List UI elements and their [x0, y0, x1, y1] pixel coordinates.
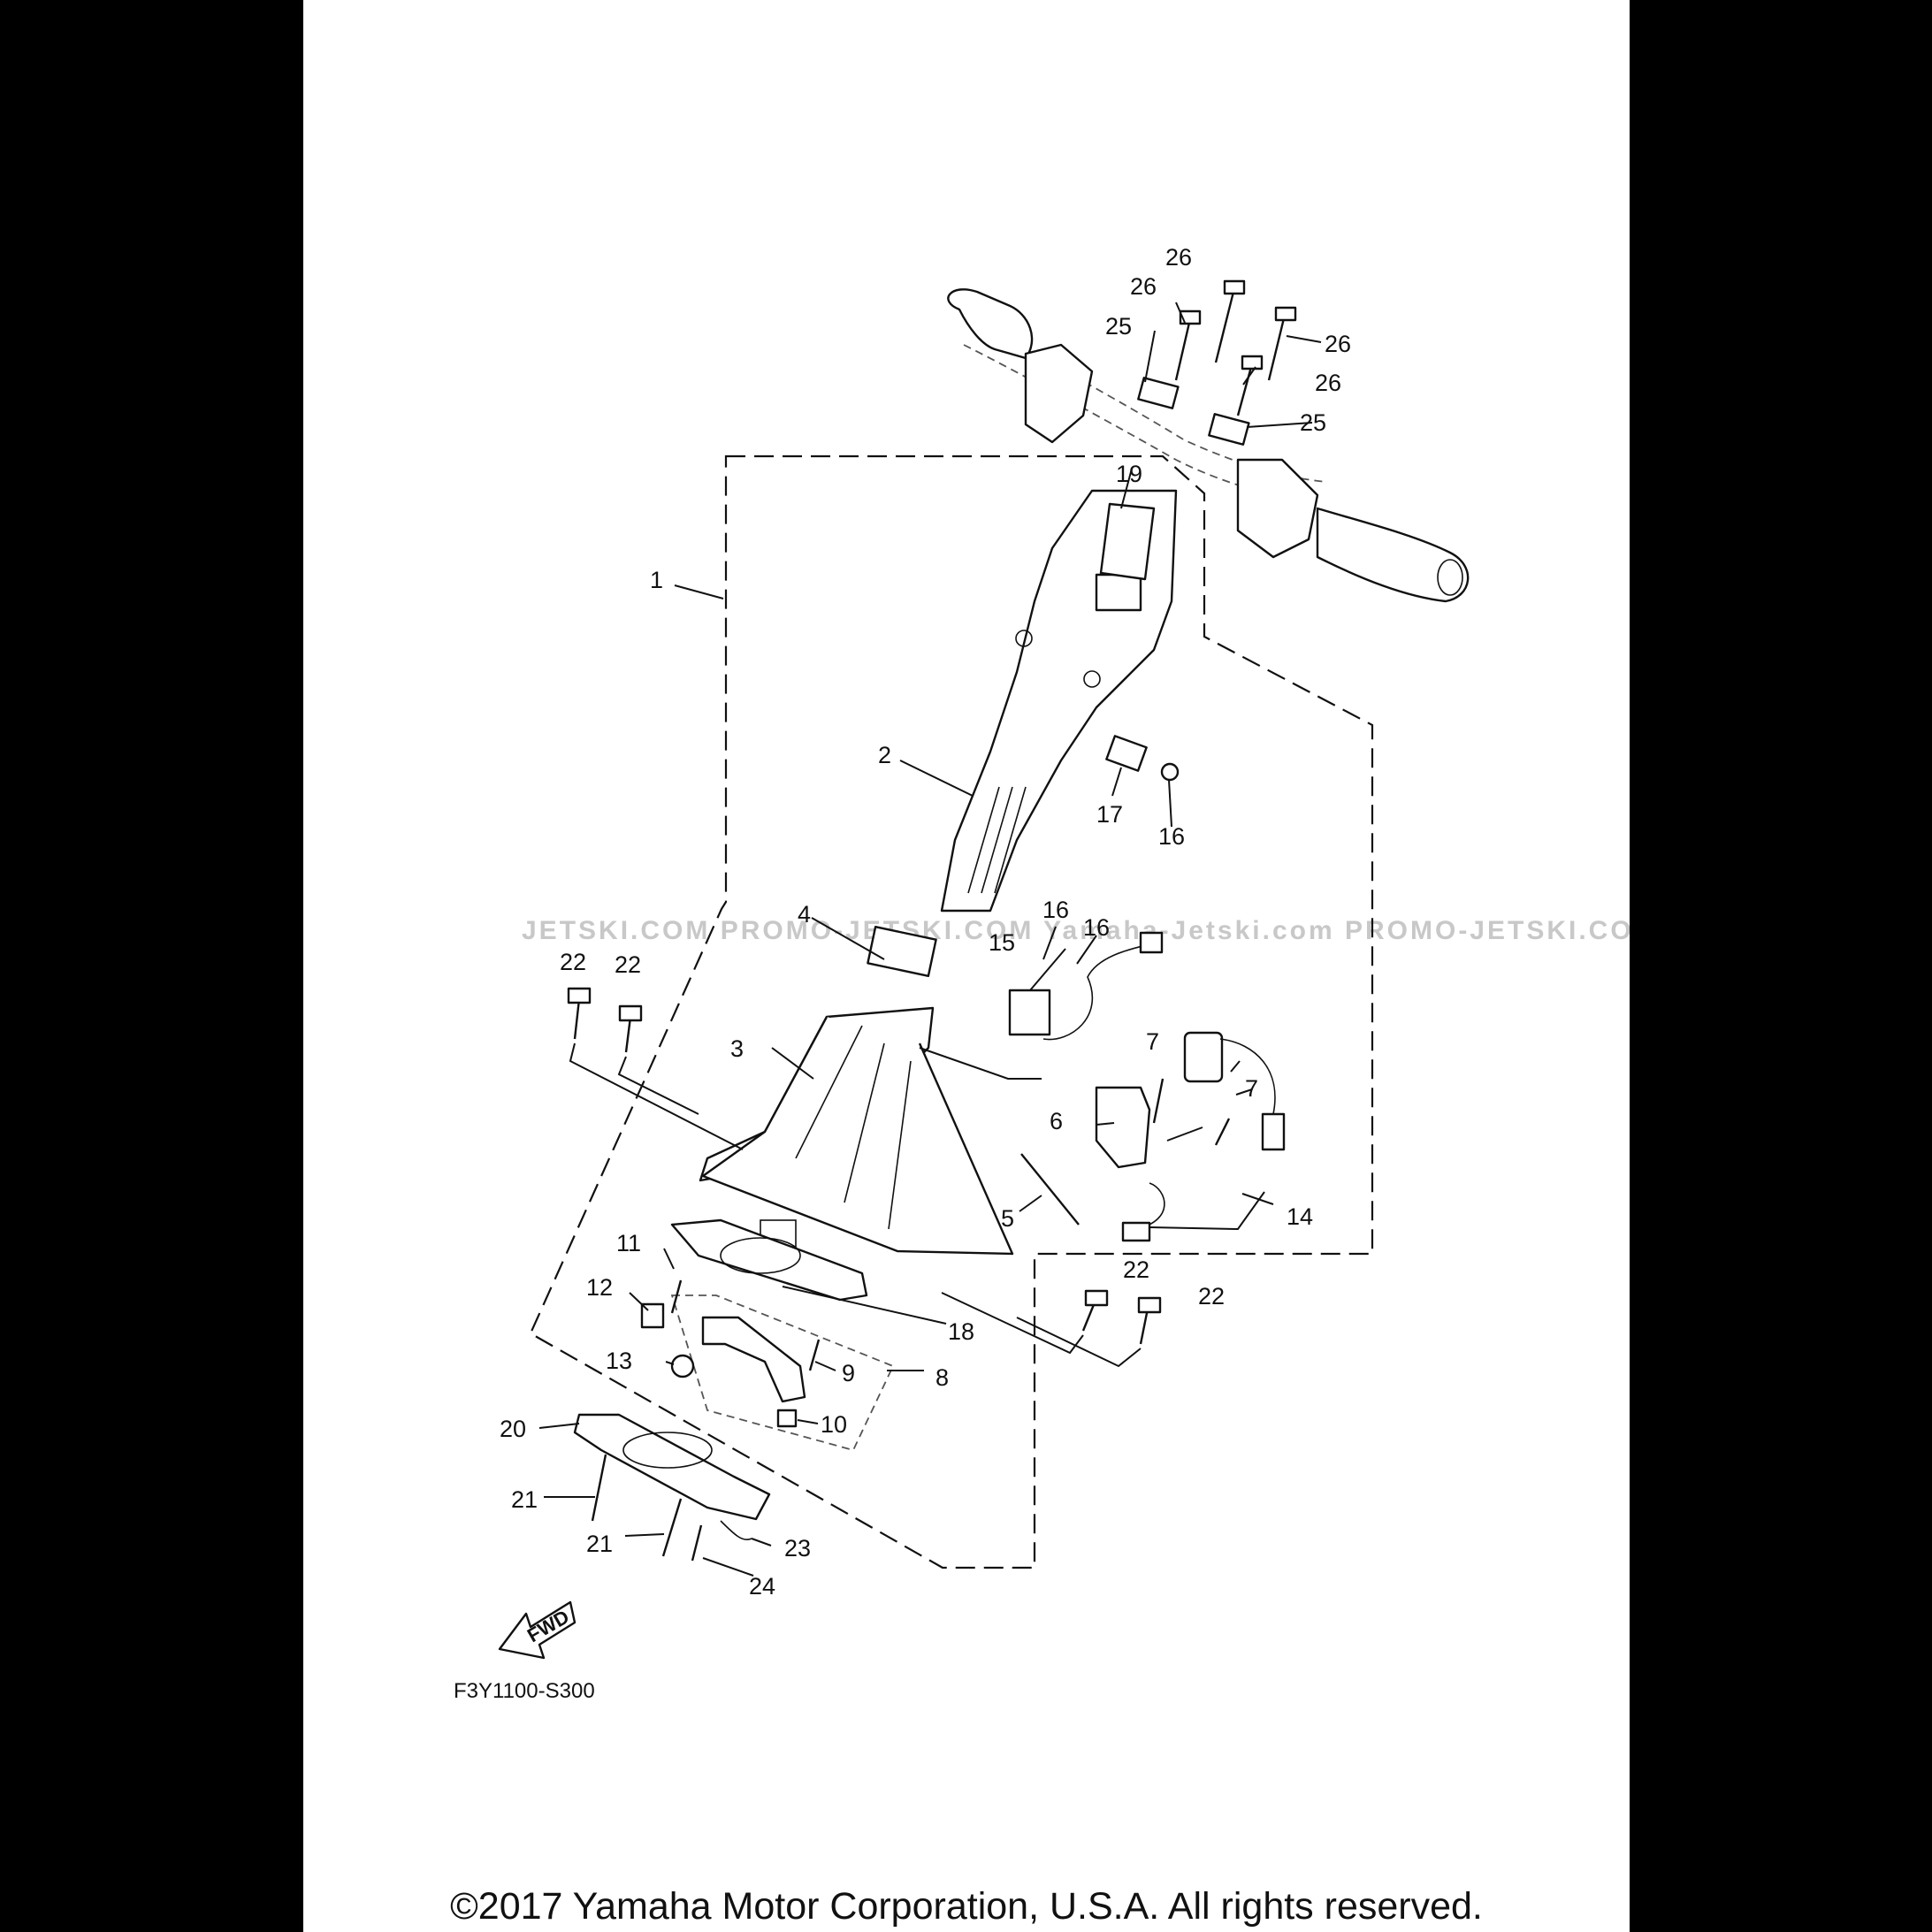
copyright-notice: ©2017 Yamaha Motor Corporation, U.S.A. A…: [450, 1885, 1483, 1928]
callout-3: 3: [730, 1035, 744, 1062]
column-cover: [1099, 502, 1156, 581]
handlebar-bolts: [1174, 279, 1297, 416]
callout-labels: 1 2 3 4 5 6 7 7 8 9 10 11 12 13 14 15 16…: [500, 244, 1351, 1600]
watermark-text: JETSKI.COM PROMO-JETSKI.COM Yamaha-Jetsk…: [522, 916, 1630, 945]
handlebar-clamp-upper: [1137, 377, 1180, 409]
callout-9: 9: [842, 1360, 855, 1386]
housing-bolts: [567, 987, 1162, 1345]
figure-code: F3Y1100-S300: [454, 1679, 595, 1703]
callout-18: 18: [948, 1318, 974, 1345]
steering-sensor: [1008, 931, 1164, 1041]
sensor-nut: [1160, 762, 1180, 782]
callout-7a: 7: [1146, 1028, 1159, 1055]
connector-bracket: [1095, 1086, 1151, 1169]
callout-23: 23: [784, 1535, 811, 1562]
spline-shaft: [867, 925, 937, 978]
callout-1: 1: [650, 567, 663, 593]
callout-26b: 26: [1130, 273, 1157, 300]
bracket-assembly: [640, 1279, 895, 1452]
mounting-plate: [573, 1413, 771, 1562]
forward-arrow-icon: FWD: [498, 1600, 577, 1660]
handlebar: [947, 288, 1470, 603]
callout-5: 5: [1001, 1205, 1014, 1232]
callout-20: 20: [500, 1416, 526, 1442]
diagram-sheet: JETSKI.COM PROMO-JETSKI.COM Yamaha-Jetsk…: [303, 0, 1630, 1932]
connector-bolt-a: [1152, 1078, 1165, 1124]
callout-17: 17: [1096, 801, 1123, 828]
callout-22b: 22: [615, 951, 641, 978]
cable-tie: [1020, 1153, 1080, 1226]
sensor-bracket: [1105, 735, 1148, 772]
callout-7b: 7: [1245, 1075, 1258, 1102]
callout-22c: 22: [1123, 1256, 1149, 1283]
callout-6: 6: [1050, 1108, 1063, 1134]
gasket: [670, 1218, 868, 1302]
callout-leaders: [538, 302, 1322, 1577]
callout-26a: 26: [1165, 244, 1192, 271]
callout-16a: 16: [1158, 823, 1185, 850]
callout-4: 4: [798, 901, 811, 928]
callout-22d: 22: [1198, 1283, 1225, 1310]
callout-8: 8: [935, 1364, 949, 1391]
callout-2: 2: [878, 742, 891, 768]
callout-10: 10: [821, 1411, 847, 1438]
stop-switch-harness: [1121, 1031, 1286, 1242]
callout-14: 14: [1287, 1203, 1313, 1230]
callout-15: 15: [989, 929, 1015, 956]
callout-21a: 21: [511, 1486, 538, 1513]
exploded-parts-diagram: JETSKI.COM PROMO-JETSKI.COM Yamaha-Jetsk…: [454, 244, 1630, 1703]
callout-25b: 25: [1300, 409, 1326, 436]
callout-21b: 21: [586, 1531, 613, 1557]
connector-bolt-b: [1214, 1118, 1231, 1146]
callout-11: 11: [616, 1230, 641, 1256]
callout-25a: 25: [1105, 313, 1132, 340]
callout-19: 19: [1116, 461, 1142, 487]
callout-22a: 22: [560, 949, 586, 975]
callout-12: 12: [586, 1274, 613, 1301]
callout-26d: 26: [1315, 370, 1341, 396]
callout-16c: 16: [1083, 914, 1110, 941]
steering-housing: [699, 1006, 1014, 1256]
callout-24: 24: [749, 1573, 775, 1600]
callout-13: 13: [606, 1348, 632, 1374]
callout-26c: 26: [1325, 331, 1351, 357]
assembly-boundary: [529, 454, 1374, 1569]
handlebar-clamp-lower: [1208, 413, 1250, 446]
callout-16b: 16: [1042, 897, 1069, 923]
